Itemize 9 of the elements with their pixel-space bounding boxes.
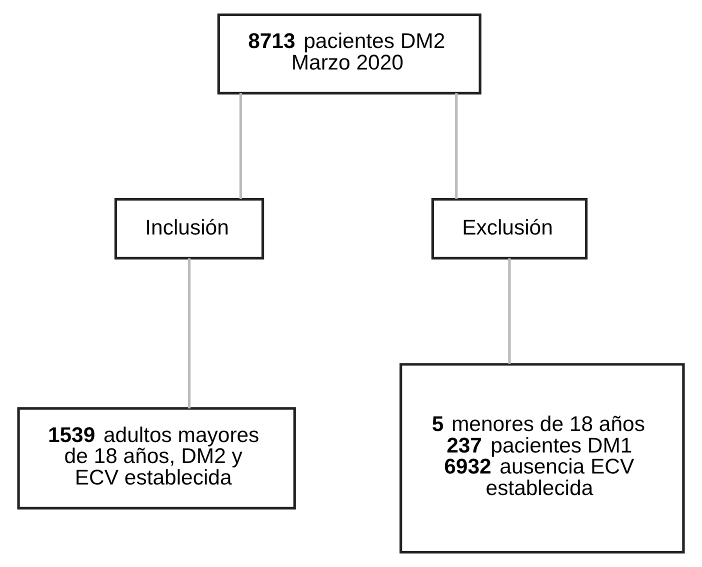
node-box: 1539 adultos mayores de 18 años, DM2 y ECV establecida <box>17 407 296 510</box>
connector <box>239 93 242 199</box>
node-box: 5 menores de 18 años 237 pacientes DM1 6932 ausencia ECV establecida <box>400 363 685 554</box>
connector <box>508 258 511 364</box>
connector <box>455 93 458 199</box>
node-box: Inclusión <box>114 198 264 260</box>
connector <box>188 258 191 408</box>
node-box: Exclusión <box>431 198 588 260</box>
node-box: 8713 pacientes DM2 Marzo 2020 <box>217 13 482 94</box>
